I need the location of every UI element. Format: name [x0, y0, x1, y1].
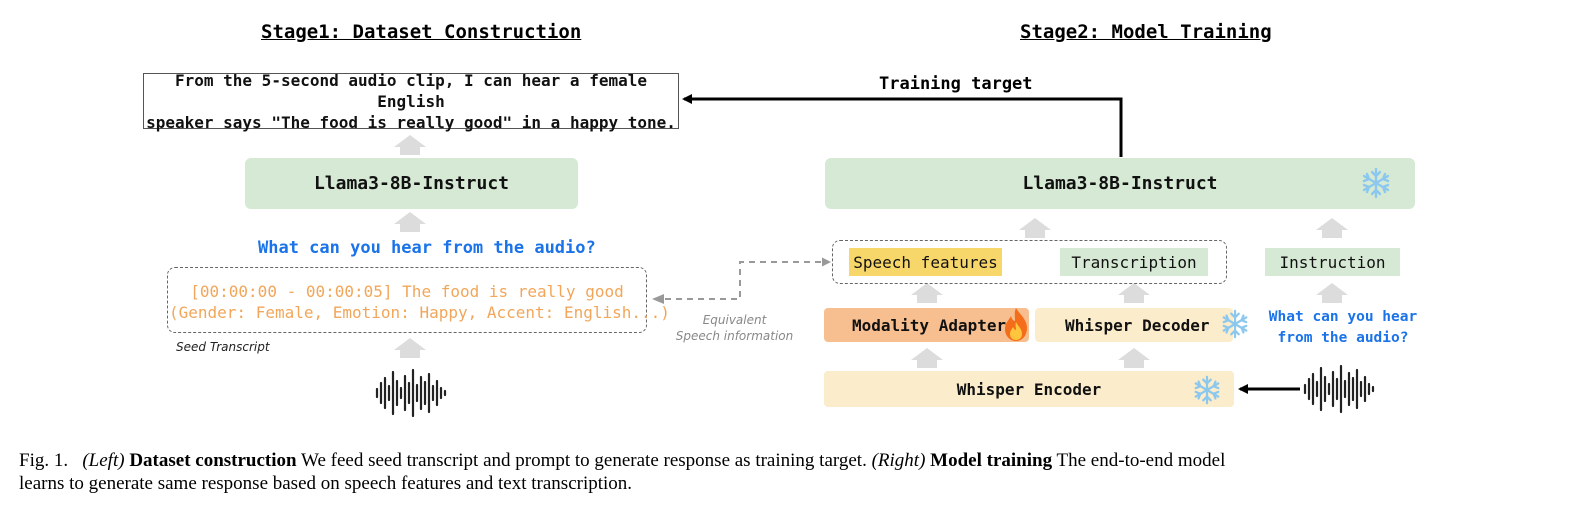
waveform-icon — [375, 368, 447, 418]
equivalent-line-2: Speech information — [675, 329, 794, 343]
equivalent-line-1: Equivalent — [702, 313, 767, 327]
transcription-block: Transcription — [1060, 248, 1208, 276]
seed-transcript-box — [167, 267, 647, 333]
question-line-1: What can you hear — [1268, 309, 1418, 325]
equivalent-label: Equivalent Speech information — [662, 312, 807, 344]
snowflake-icon — [1359, 166, 1393, 205]
caption-line-1: Fig. 1. (Left) Dataset construction We f… — [19, 449, 1225, 472]
training-target-response: From the 5-second audio clip, I can hear… — [143, 70, 679, 132]
training-target-label: Training target — [879, 74, 1033, 94]
waveform-icon — [1303, 364, 1375, 414]
diagram-connectors — [375, 94, 1375, 418]
caption-left-tag: (Left) — [82, 450, 125, 471]
prompt-text: What can you hear from the audio? — [258, 238, 596, 258]
flow-arrows — [394, 135, 1348, 368]
modality-adapter-block: Modality Adapter — [824, 308, 1029, 342]
snowflake-icon — [1191, 374, 1223, 411]
caption-line-2: learns to generate same response based o… — [19, 473, 633, 494]
whisper-decoder-block: Whisper Decoder — [1035, 308, 1233, 342]
transcription-label: Transcription — [1071, 252, 1197, 272]
response-line-2: speaker says "The food is really good" i… — [146, 112, 676, 132]
llama-label: Llama3-8B-Instruct — [1022, 173, 1218, 194]
caption-right-bold: Model training — [930, 450, 1053, 471]
features-group — [832, 240, 1227, 284]
caption-fig-label: Fig. 1. — [19, 450, 69, 471]
instruction-label: Instruction — [1279, 252, 1386, 272]
training-target-arrow — [682, 94, 1123, 157]
caption-right-tag: (Right) — [871, 450, 926, 471]
modality-adapter-label: Modality Adapter — [852, 315, 1007, 335]
whisper-encoder-label: Whisper Encoder — [956, 379, 1102, 399]
seed-transcript-label: Seed Transcript — [176, 340, 270, 354]
llama-block-stage1: Llama3-8B-Instruct — [245, 158, 578, 209]
caption-left-text: We feed seed transcript and prompt to ge… — [301, 450, 867, 471]
whisper-decoder-label: Whisper Decoder — [1065, 315, 1210, 335]
seed-transcript-line-2: (Gender: Female, Emotion: Happy, Accent:… — [169, 303, 670, 322]
stage1-heading: Stage1: Dataset Construction — [261, 21, 582, 43]
fire-icon — [1002, 306, 1030, 347]
instruction-block: Instruction — [1265, 248, 1400, 276]
snowflake-icon — [1219, 308, 1251, 345]
question-line-2: from the audio? — [1277, 330, 1409, 346]
whisper-encoder-block: Whisper Encoder — [824, 371, 1234, 407]
equivalent-connector — [654, 257, 831, 300]
llama-label: Llama3-8B-Instruct — [313, 173, 510, 194]
response-line-1: From the 5-second audio clip, I can hear… — [174, 70, 647, 111]
speech-features-label: Speech features — [853, 252, 998, 272]
stage2-heading: Stage2: Model Training — [1020, 21, 1272, 43]
speech-features-block: Speech features — [849, 248, 1002, 276]
caption-right-text: The end-to-end model — [1056, 450, 1226, 471]
figure-caption: Fig. 1. (Left) Dataset construction We f… — [19, 449, 1225, 495]
instruction-question: What can you hear from the audio? — [1258, 307, 1428, 349]
llama-block-stage2: Llama3-8B-Instruct — [825, 158, 1415, 209]
seed-transcript-line-1: [00:00:00 - 00:00:05] The food is really… — [190, 282, 624, 301]
caption-left-bold: Dataset construction — [129, 450, 297, 471]
